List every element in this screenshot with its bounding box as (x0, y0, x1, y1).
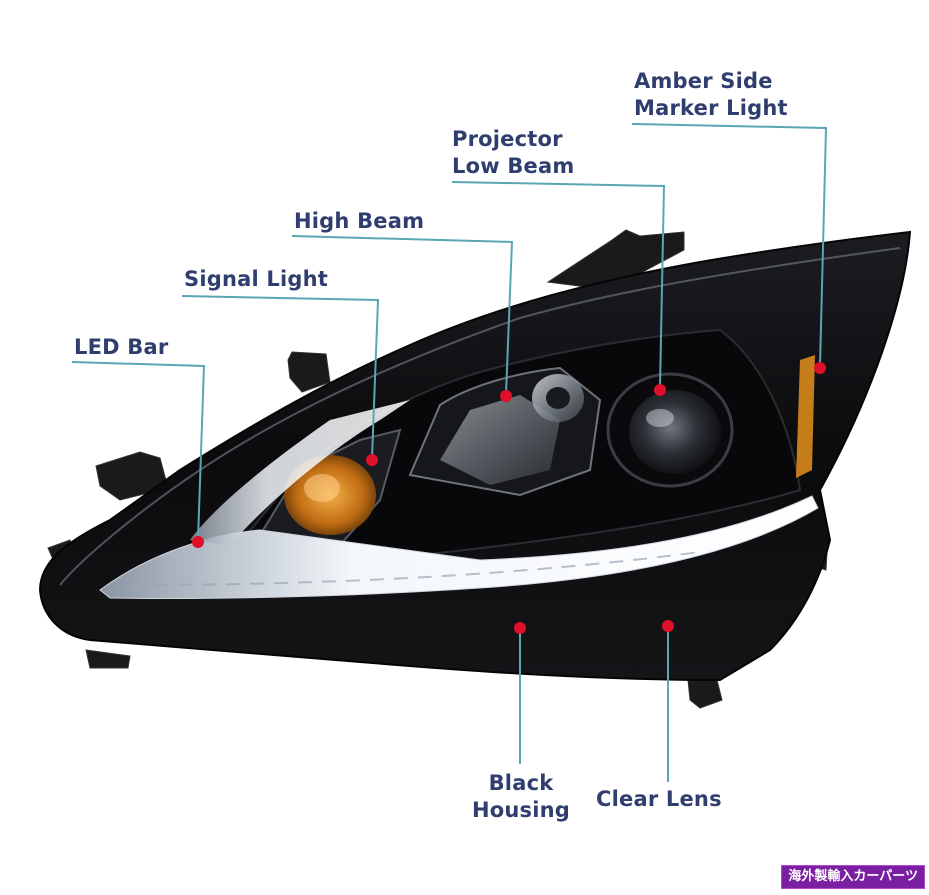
amber-side-marker-strip (796, 355, 815, 478)
label-signal-light: Signal Light (184, 266, 328, 293)
clear-lens-edge (59, 247, 901, 586)
leader-lines (71, 123, 828, 782)
signal-light-reflector (258, 428, 402, 547)
label-line: Marker Light (634, 96, 788, 120)
leader-projector-low-beam (451, 181, 666, 389)
leader-amber-side-marker (631, 123, 828, 367)
label-line: Housing (471, 798, 571, 822)
leader-signal-light (181, 295, 380, 459)
led-bar (99, 400, 819, 600)
label-amber-side-marker-light: Amber Side Marker Light (634, 68, 788, 122)
label-line: High Beam (294, 209, 425, 233)
label-high-beam: High Beam (294, 208, 424, 235)
marker-dots (192, 362, 826, 634)
label-clear-lens: Clear Lens (596, 786, 722, 813)
label-line: Projector (452, 127, 563, 151)
watermark-badge: 海外製輸入カーパーツ (781, 865, 925, 889)
label-line: Clear Lens (596, 787, 722, 811)
leader-led-bar (71, 361, 206, 541)
label-line: Amber Side (634, 69, 773, 93)
leader-high-beam (291, 235, 514, 395)
label-projector-low-beam: Projector Low Beam (452, 126, 574, 180)
projector-low-beam-lens (606, 372, 734, 488)
label-line: Low Beam (452, 154, 575, 178)
label-line: Signal Light (184, 267, 328, 291)
label-led-bar: LED Bar (74, 334, 168, 361)
dot-black-housing (514, 622, 526, 634)
dot-amber-side-marker (814, 362, 826, 374)
label-black-housing: Black Housing (462, 770, 580, 824)
dot-clear-lens (662, 620, 674, 632)
dot-signal-light (366, 454, 378, 466)
dot-projector-low-beam (654, 384, 666, 396)
dot-high-beam (500, 390, 512, 402)
label-line: LED Bar (74, 335, 169, 359)
high-beam-reflector (408, 366, 602, 497)
dot-led-bar (192, 536, 204, 548)
label-line: Black (488, 771, 554, 795)
